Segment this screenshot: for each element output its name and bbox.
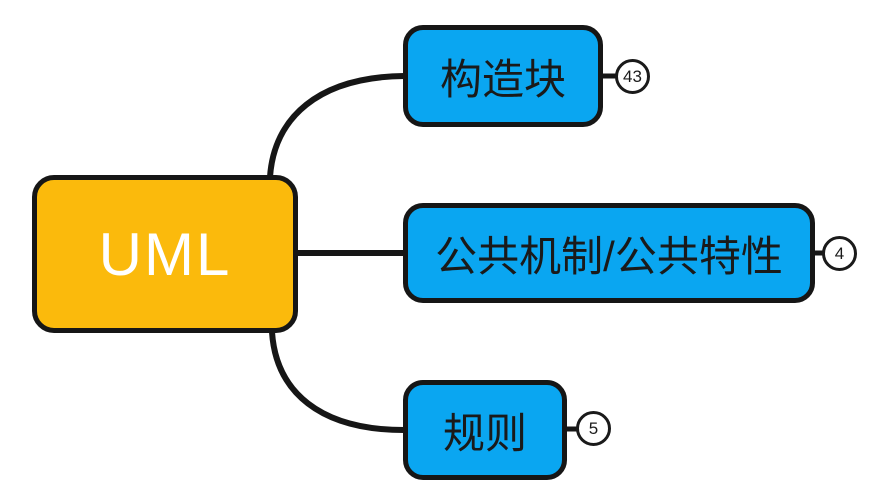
child-node-label: 构造块 <box>439 55 566 103</box>
badge-count: 4 <box>834 243 845 263</box>
root-node-label: UML <box>98 220 232 288</box>
badge-count: 43 <box>623 66 642 86</box>
branch-line-top <box>267 73 407 180</box>
child-node-common-mechanisms[interactable]: 公共机制/公共特性 <box>403 203 815 303</box>
collapsed-count-badge-building-blocks[interactable]: 43 <box>615 59 650 94</box>
root-node-uml[interactable]: UML <box>32 175 298 333</box>
child-node-label: 规则 <box>442 409 527 457</box>
collapsed-count-badge-rules[interactable]: 5 <box>576 411 611 446</box>
badge-count: 5 <box>588 418 599 438</box>
child-node-rules[interactable]: 规则 <box>403 380 567 480</box>
child-node-building-blocks[interactable]: 构造块 <box>403 25 603 127</box>
child-node-label: 公共机制/公共特性 <box>435 232 783 280</box>
collapsed-count-badge-common-mechanisms[interactable]: 4 <box>822 236 857 271</box>
branch-line-bottom <box>269 329 407 433</box>
